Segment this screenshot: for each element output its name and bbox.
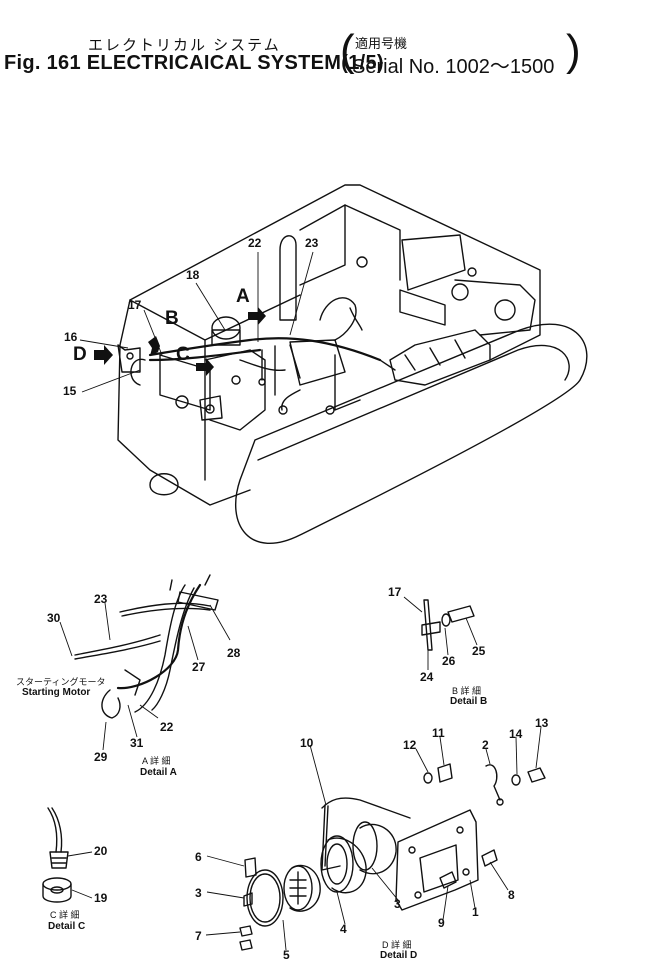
paren-right: )	[566, 26, 581, 75]
callout-main-18: 18	[186, 268, 200, 282]
view-letter-a: A	[236, 286, 250, 307]
callout-a-30: 30	[47, 611, 61, 625]
callout-b-25: 25	[472, 644, 486, 658]
callout-d-6: 6	[195, 850, 202, 864]
paren-left: (	[340, 26, 355, 75]
callout-d-4: 4	[340, 922, 347, 936]
detail-a-jp: A 詳 細	[142, 756, 171, 766]
callout-a-28: 28	[227, 646, 241, 660]
callout-d-14: 14	[509, 727, 523, 741]
callout-d-5: 5	[283, 948, 290, 962]
callout-a-29: 29	[94, 750, 108, 764]
callout-a-22: 22	[160, 720, 174, 734]
callout-main-16: 16	[64, 330, 78, 344]
callout-main-15: 15	[63, 384, 77, 398]
callout-c-20: 20	[94, 844, 108, 858]
callout-d-3-left: 3	[195, 886, 202, 900]
callout-d-13: 13	[535, 716, 549, 730]
machine-drawing	[94, 184, 588, 545]
callout-main-17: 17	[128, 298, 142, 312]
callout-d-2: 2	[482, 738, 489, 752]
detail-c-drawing	[42, 807, 93, 903]
starting-motor-jp: スターティングモータ	[16, 677, 106, 687]
detail-c-jp: C 詳 細	[50, 910, 80, 920]
callout-d-9: 9	[438, 916, 445, 930]
detail-c-en: Detail C	[48, 921, 86, 932]
detail-b-jp: B 詳 細	[452, 686, 482, 696]
view-letter-b: B	[165, 308, 179, 329]
callout-main-23: 23	[305, 236, 319, 250]
callout-d-12: 12	[403, 738, 417, 752]
detail-a-en: Detail A	[140, 767, 177, 778]
title-jp: エレクトリカル システム	[88, 37, 281, 54]
callout-main-22: 22	[248, 236, 262, 250]
view-letter-d: D	[73, 344, 87, 365]
detail-d-en: Detail D	[380, 950, 418, 961]
callout-d-1: 1	[472, 905, 479, 919]
callout-a-23: 23	[94, 592, 108, 606]
callout-a-27: 27	[192, 660, 206, 674]
main-leaders	[79, 251, 314, 393]
callout-d-8: 8	[508, 888, 515, 902]
detail-b-drawing	[403, 596, 478, 670]
callout-b-24: 24	[420, 670, 434, 684]
callout-a-31: 31	[130, 736, 144, 750]
detail-b-en: Detail B	[450, 696, 488, 707]
callout-d-11: 11	[432, 726, 445, 740]
title-en: Fig. 161 ELECTRICAICAL SYSTEM(1/5)	[4, 52, 384, 74]
callout-d-10: 10	[300, 736, 314, 750]
starting-motor-en: Starting Motor	[22, 687, 91, 698]
detail-a-drawing	[59, 574, 231, 751]
view-letter-c: C	[176, 344, 190, 365]
callout-d-7: 7	[195, 929, 202, 943]
callout-d-3-right: 3	[394, 897, 401, 911]
serial-jp: 適用号機	[355, 36, 408, 51]
detail-d-drawing	[205, 726, 546, 951]
serial-en: Serial No. 1002～1500	[352, 56, 555, 78]
callout-c-19: 19	[94, 891, 108, 905]
detail-d-jp: D 詳 細	[382, 940, 412, 950]
callout-b-17: 17	[388, 585, 402, 599]
callout-b-26: 26	[442, 654, 456, 668]
